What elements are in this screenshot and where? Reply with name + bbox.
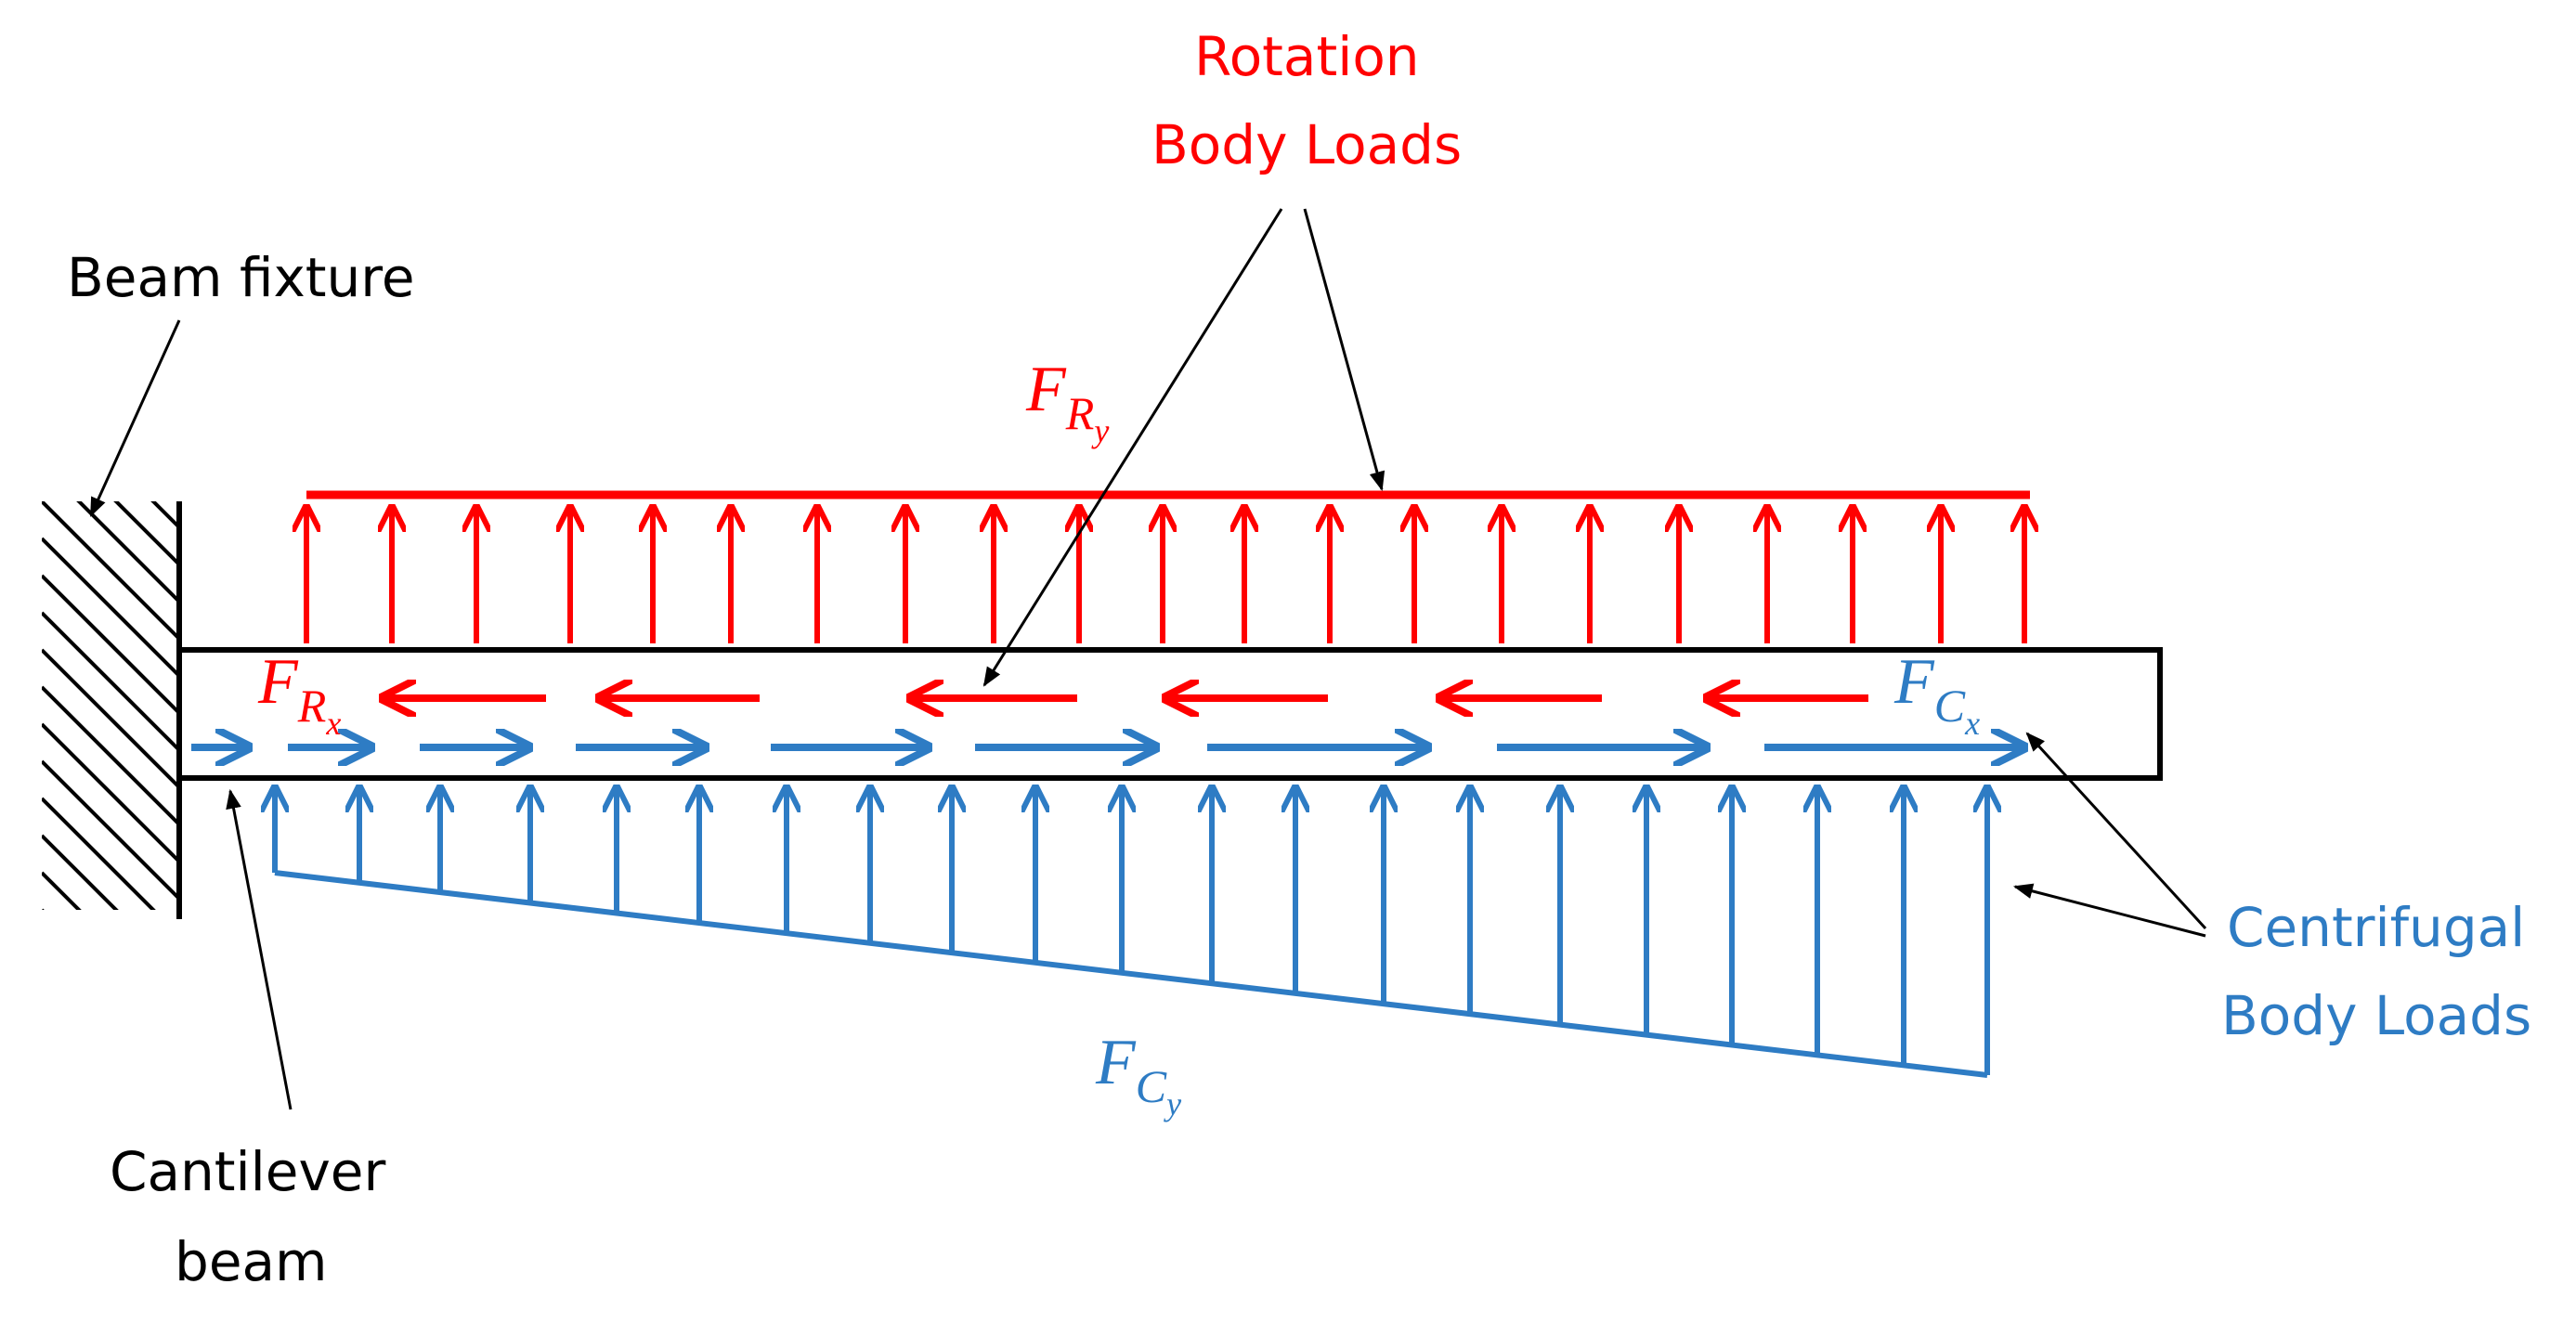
rotation-label-line2: Body Loads xyxy=(1151,113,1463,176)
rotation-label-line1: Rotation xyxy=(1194,25,1420,88)
hatch-line xyxy=(42,871,82,910)
centrifugal-label-line1: Centrifugal xyxy=(2227,896,2526,959)
hatch-line xyxy=(42,908,45,910)
centrifugal-y-arrows xyxy=(275,787,1987,1075)
leader-centrifugal-top xyxy=(2025,732,2207,930)
beam-fixture-label: Beam fixture xyxy=(67,246,415,309)
hatch-line xyxy=(76,501,179,603)
leader-fixture xyxy=(89,319,181,517)
leader-centrifugal-bottom xyxy=(2012,883,2206,938)
hatch-line xyxy=(42,947,179,1084)
hatch-line xyxy=(42,797,156,910)
force-label-fry: FRy xyxy=(1026,354,1110,449)
cantilever-label-line2: beam xyxy=(175,1230,328,1293)
rotation-y-arrows xyxy=(306,507,2024,643)
leader-rotation-mid xyxy=(982,208,1283,687)
cantilever-beam xyxy=(176,647,2163,781)
cantilever-label-line1: Cantilever xyxy=(110,1140,386,1203)
hatch-line xyxy=(42,722,179,863)
leader-rotation-top xyxy=(1303,208,1386,492)
hatch-line xyxy=(42,759,179,901)
fixture-hatch xyxy=(42,316,179,1122)
hatch-line xyxy=(42,574,179,715)
hatch-line xyxy=(42,984,179,1122)
hatch-line xyxy=(42,834,119,910)
centrifugal-label-line2: Body Loads xyxy=(2221,984,2532,1047)
force-label-frx: FRx xyxy=(258,646,342,742)
force-label-fcy: FCy xyxy=(1096,1027,1182,1122)
force-label-fcx: FCx xyxy=(1894,646,1981,742)
hatch-line xyxy=(42,316,179,453)
hatch-line xyxy=(113,501,179,566)
hatch-line xyxy=(42,648,179,789)
hatch-line xyxy=(42,501,179,641)
centrifugal-load-line xyxy=(274,870,1988,1078)
hatch-line xyxy=(42,685,179,826)
hatch-line xyxy=(42,611,179,752)
leader-cantilever xyxy=(226,788,293,1110)
hatch-line xyxy=(150,501,179,529)
hatch-line xyxy=(42,537,179,678)
